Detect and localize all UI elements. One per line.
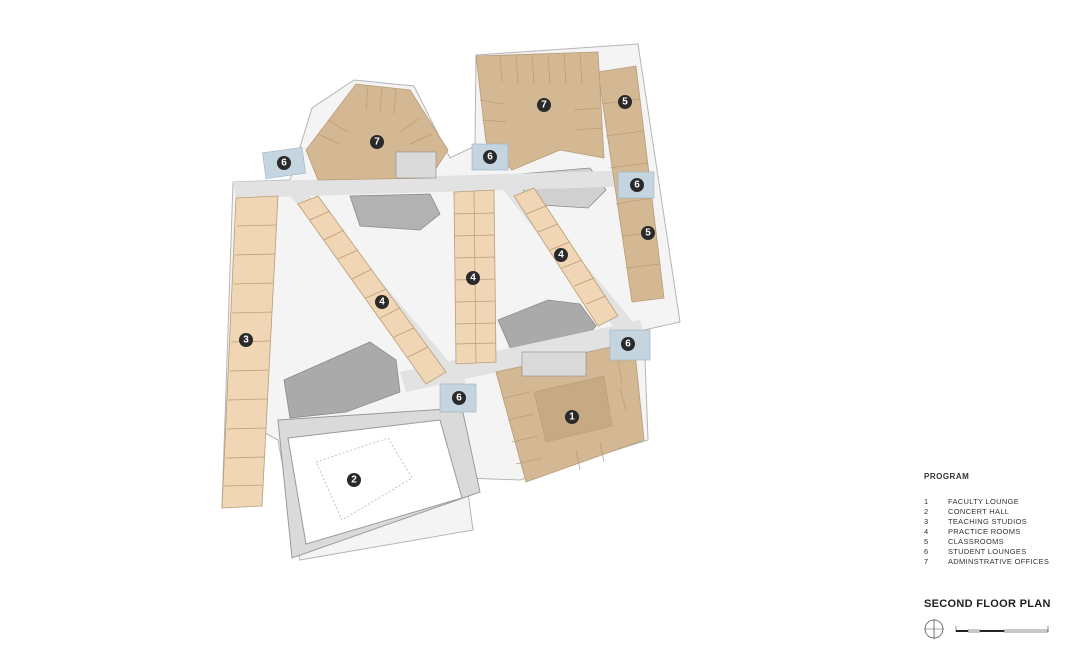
badge-6-ne: 6: [630, 178, 644, 192]
svg-text:6: 6: [281, 158, 287, 169]
svg-text:4: 4: [470, 273, 476, 284]
scale-bar: [924, 619, 1049, 639]
badge-5-north: 5: [618, 95, 632, 109]
svg-text:3: 3: [243, 335, 249, 346]
badge-3: 3: [239, 333, 253, 347]
admin-offices-east: [475, 51, 605, 171]
svg-text:2: 2: [351, 475, 357, 486]
badge-5-south: 5: [641, 226, 655, 240]
badge-4-center: 4: [466, 271, 480, 285]
concert-hall-floor: [287, 419, 463, 545]
svg-text:5: 5: [622, 97, 628, 108]
svg-text:5: 5: [645, 228, 651, 239]
practice-rooms-band-west: [297, 195, 447, 385]
svg-text:6: 6: [456, 393, 462, 404]
plan-title: SECOND FLOOR PLAN: [924, 598, 1051, 610]
badge-6-nw: 6: [277, 156, 291, 170]
north-arrow-icon: [924, 619, 944, 639]
svg-text:6: 6: [634, 180, 640, 191]
badge-6-n: 6: [483, 150, 497, 164]
corridor-north: [233, 170, 644, 198]
badge-1: 1: [565, 410, 579, 424]
svg-text:4: 4: [379, 297, 385, 308]
badge-4-west: 4: [375, 295, 389, 309]
svg-text:7: 7: [374, 137, 380, 148]
badge-7-east: 7: [537, 98, 551, 112]
badge-6-e: 6: [621, 337, 635, 351]
svg-text:1: 1: [569, 412, 575, 423]
svg-text:4: 4: [558, 250, 564, 261]
badge-6-s: 6: [452, 391, 466, 405]
badge-7-west: 7: [370, 135, 384, 149]
concert-hall-stage: [315, 437, 413, 521]
admin-offices-west: [305, 83, 449, 181]
badge-2: 2: [347, 473, 361, 487]
core-north: [349, 193, 441, 231]
core-west: [283, 341, 401, 419]
badge-4-east: 4: [554, 248, 568, 262]
svg-text:6: 6: [625, 339, 631, 350]
teaching-studios-band: [221, 195, 279, 509]
legend-title: PROGRAM: [924, 472, 970, 481]
svg-text:6: 6: [487, 152, 493, 163]
svg-text:7: 7: [541, 100, 547, 111]
